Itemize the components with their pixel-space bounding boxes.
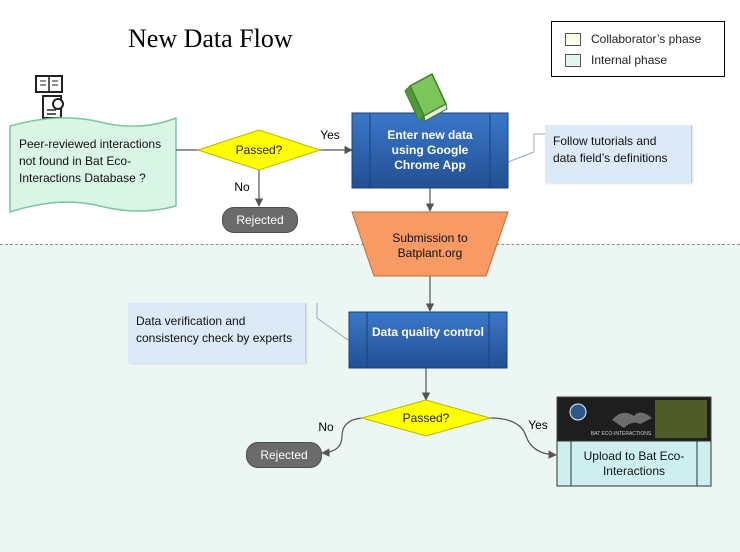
legend: Collaborator’s phase Internal phase [551, 21, 725, 77]
legend-swatch-collaborator [565, 32, 581, 46]
start-shape [9, 116, 177, 214]
legend-label-internal: Internal phase [591, 53, 668, 67]
document-icon [42, 95, 64, 119]
decision2-label: Passed? [402, 411, 450, 425]
submission-label: Submission to Batplant.org [392, 231, 468, 260]
upload-box [556, 396, 712, 487]
decision1-yes-label: Yes [320, 128, 340, 142]
legend-item-collaborator: Collaborator’s phase [565, 32, 701, 46]
decision2-yes-label: Yes [528, 418, 548, 432]
book-icon [35, 75, 63, 93]
connector [321, 417, 363, 457]
legend-label-collaborator: Collaborator’s phase [591, 32, 702, 46]
rejected-pill-2: Rejected [246, 442, 322, 468]
bat-banner-text: BAT ECO-INTERACTIONS [590, 431, 652, 437]
data-quality-label: Data quality control [372, 325, 485, 339]
legend-swatch-internal [565, 53, 581, 67]
data-quality-box [348, 311, 508, 369]
tutorial-note: Follow tutorials and data field’s defini… [545, 125, 692, 183]
decision1-label: Passed? [235, 143, 283, 157]
page-title: New Data Flow [128, 24, 293, 53]
green-book-icon [404, 72, 448, 122]
start-text: Peer-reviewed interactions not found in … [19, 137, 162, 185]
enter-data-label: Enter new data using Google Chrome App [387, 128, 473, 172]
submission-shape [351, 211, 509, 277]
decision1-no-label: No [234, 180, 250, 194]
decision-diamond-1 [196, 129, 322, 171]
upload-label: Upload to Bat Eco-Interactions [583, 449, 685, 478]
note-connector [507, 133, 545, 163]
enter-data-box [351, 112, 509, 189]
decision-diamond-2 [360, 399, 492, 437]
decision2-no-label: No [318, 420, 334, 434]
note-connector [316, 303, 349, 341]
legend-item-internal: Internal phase [565, 53, 667, 67]
rejected-pill-1: Rejected [222, 207, 298, 233]
verification-note: Data verification and consistency check … [128, 303, 306, 363]
connector [489, 417, 557, 459]
